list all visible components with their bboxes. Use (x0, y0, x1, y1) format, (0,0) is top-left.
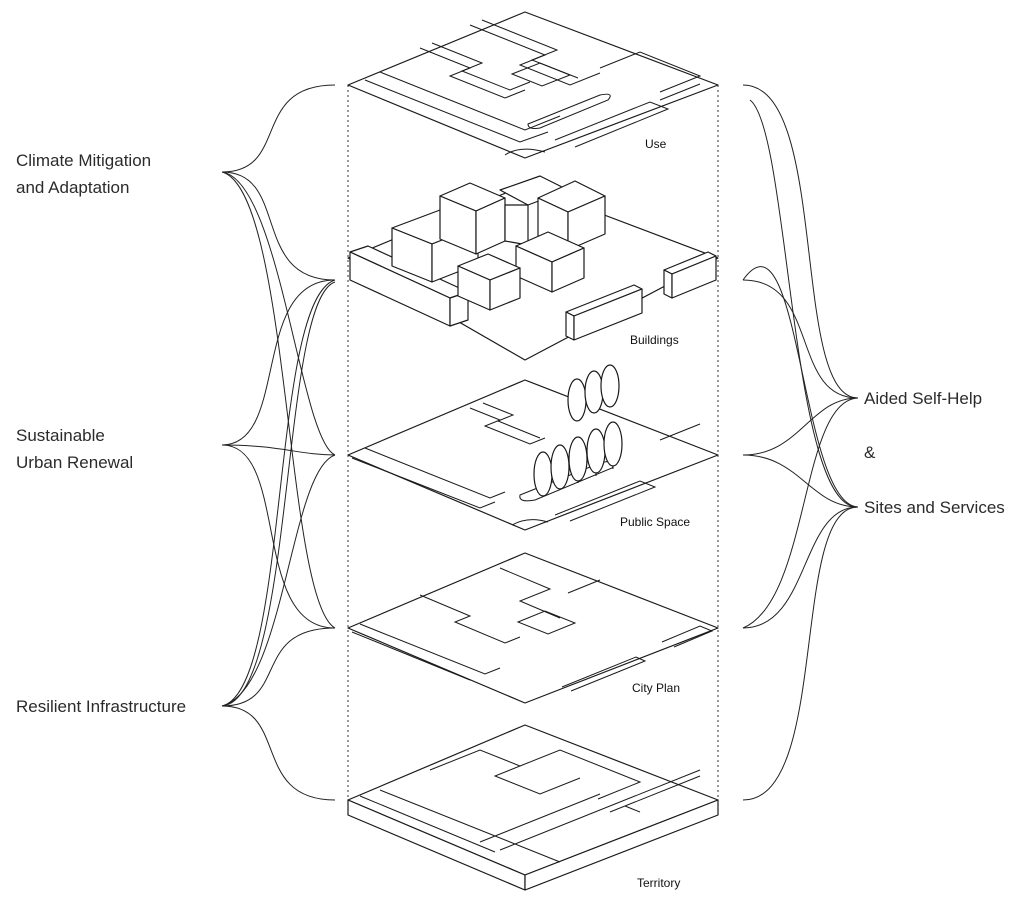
sites-and-services-label: Sites and Services (864, 498, 1005, 517)
layer-label-use: Use (645, 137, 667, 151)
layer-label-territory: Territory (637, 876, 680, 890)
aided-self-help-label: Aided Self-Help (864, 389, 982, 408)
urban-label-line1: Sustainable (16, 426, 105, 445)
layer-label-public-space: Public Space (620, 515, 690, 529)
urban-label-line2: Urban Renewal (16, 453, 133, 472)
layer-city-plan (347, 552, 719, 704)
ampersand-label: & (864, 443, 876, 462)
layer-label-city-plan: City Plan (632, 681, 680, 695)
right-brace-connectors (742, 84, 859, 801)
layer-label-buildings: Buildings (630, 333, 679, 347)
climate-label-line1: Climate Mitigation (16, 151, 151, 170)
left-brace-connectors (221, 84, 336, 801)
layer-territory (347, 724, 719, 891)
climate-label-line2: and Adaptation (16, 178, 129, 197)
layer-public-space (347, 364, 719, 531)
layer-use (347, 11, 719, 159)
infrastructure-label: Resilient Infrastructure (16, 697, 186, 716)
layer-buildings (347, 175, 719, 361)
